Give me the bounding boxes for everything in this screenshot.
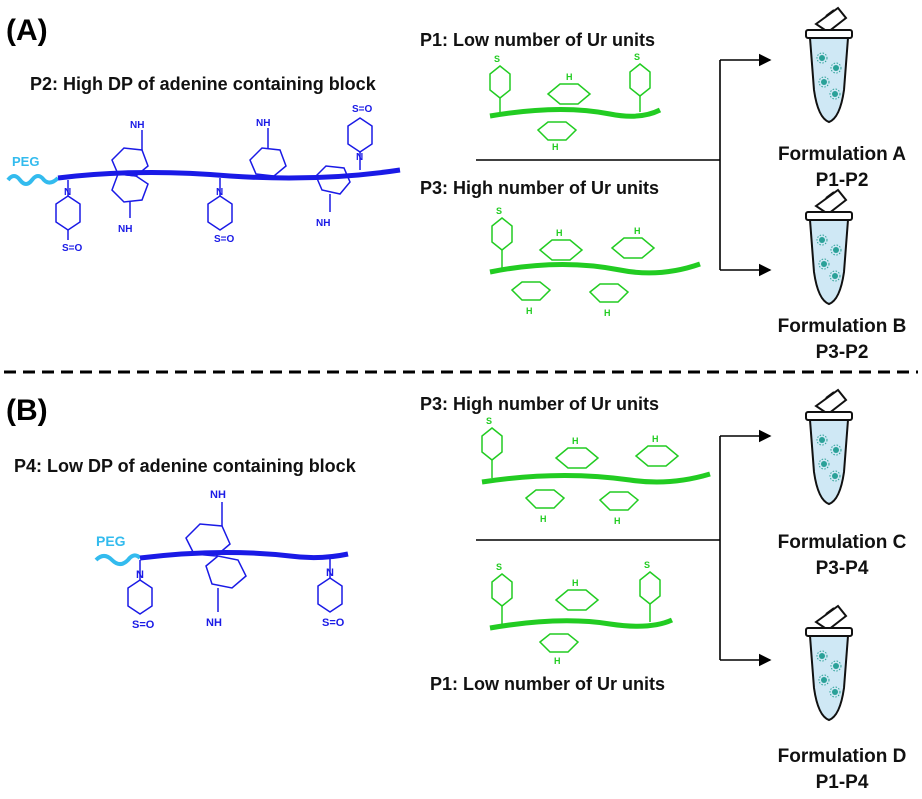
- p4-structure: PEG NH NH S=O S=O N N: [94, 489, 349, 631]
- formulation-d-title: Formulation D: [778, 746, 907, 767]
- formulation-b-pair: P3-P2: [816, 342, 869, 363]
- svg-text:H: H: [572, 578, 579, 588]
- svg-text:H: H: [556, 228, 563, 238]
- svg-text:S=O: S=O: [214, 234, 235, 245]
- svg-text:N: N: [356, 152, 363, 163]
- p3-structure-a: S H H H H: [489, 206, 701, 318]
- svg-text:NH: NH: [316, 218, 330, 229]
- formulation-a-pair: P1-P2: [816, 170, 869, 191]
- p1-label-b: P1: Low number of Ur units: [430, 674, 665, 694]
- svg-text:S: S: [634, 52, 640, 62]
- svg-text:NH: NH: [118, 224, 132, 235]
- p2-label: P2: High DP of adenine containing block: [30, 74, 377, 94]
- formulation-b-title: Formulation B: [778, 316, 907, 337]
- svg-text:NH: NH: [130, 120, 144, 131]
- formulation-c-title: Formulation C: [778, 532, 907, 553]
- svg-text:H: H: [604, 308, 611, 318]
- svg-text:S=O: S=O: [62, 243, 83, 254]
- svg-text:N: N: [64, 187, 71, 198]
- svg-text:H: H: [566, 72, 573, 82]
- svg-text:NH: NH: [256, 118, 270, 129]
- p4-label: P4: Low DP of adenine containing block: [14, 456, 357, 476]
- formulation-a-title: Formulation A: [778, 144, 906, 165]
- svg-text:S=O: S=O: [352, 104, 373, 115]
- p3-label-a: P3: High number of Ur units: [420, 178, 659, 198]
- panel-b-label: (B): [6, 394, 48, 427]
- p1-label-a: P1: Low number of Ur units: [420, 30, 655, 50]
- svg-text:S=O: S=O: [322, 617, 345, 629]
- svg-text:H: H: [614, 516, 621, 526]
- formulation-c-pair: P3-P4: [816, 558, 869, 579]
- svg-text:N: N: [326, 567, 334, 579]
- p2-peg-label: PEG: [12, 154, 39, 169]
- tube-formulation-c: [806, 390, 852, 504]
- svg-text:H: H: [552, 142, 559, 152]
- p3-label-b: P3: High number of Ur units: [420, 394, 659, 414]
- p2-backbone: [57, 167, 401, 181]
- svg-text:N: N: [216, 187, 223, 198]
- svg-text:NH: NH: [206, 617, 222, 629]
- svg-text:S=O: S=O: [132, 619, 155, 631]
- svg-text:NH: NH: [210, 489, 226, 501]
- tube-formulation-d: [806, 606, 852, 720]
- svg-text:S: S: [496, 562, 502, 572]
- svg-text:S: S: [486, 416, 492, 426]
- tube-formulation-b: [806, 190, 852, 304]
- p2-structure: PEG NH NH: [6, 104, 401, 254]
- p1-structure-b: S S H H: [489, 560, 674, 666]
- p3-structure-b: S H H H H: [481, 416, 711, 526]
- svg-text:S: S: [494, 54, 500, 64]
- svg-text:H: H: [526, 306, 533, 316]
- p2-peg-chain: [6, 174, 60, 186]
- svg-text:H: H: [554, 656, 561, 666]
- svg-text:N: N: [136, 569, 144, 581]
- panel-a-label: (A): [6, 14, 48, 47]
- svg-text:H: H: [540, 514, 547, 524]
- svg-text:H: H: [572, 436, 579, 446]
- p1-structure-a: S S H H: [489, 52, 662, 152]
- svg-text:H: H: [652, 434, 659, 444]
- svg-text:S: S: [644, 560, 650, 570]
- tube-formulation-a: [806, 8, 852, 122]
- p4-peg-label: PEG: [96, 533, 126, 549]
- svg-text:H: H: [634, 226, 641, 236]
- formulation-d-pair: P1-P4: [816, 772, 869, 793]
- svg-text:S: S: [496, 206, 502, 216]
